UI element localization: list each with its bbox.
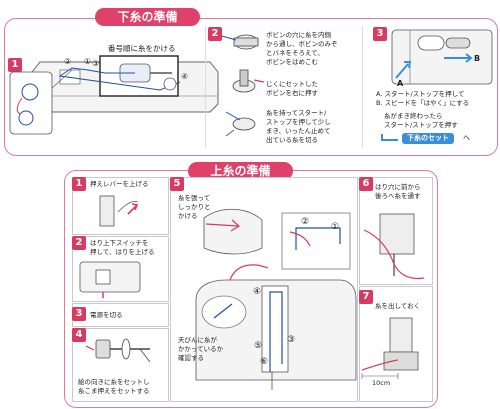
step-3-marker-b: B [474, 54, 481, 63]
step-1-marker-2: ② [64, 57, 72, 66]
upper-step-5-marker-5: ⑤ [254, 341, 263, 351]
upper-step-6-text-1: はり穴に前から [375, 183, 421, 191]
upper-step-5-text-1: 糸を張って [178, 194, 211, 202]
upper-step-4-badge: 4 [72, 328, 86, 342]
step-3-text-2: B. スピードを「はやく」にする [376, 99, 470, 107]
step-1-label: 番号順に糸をかける [108, 44, 176, 53]
sewing-machine-top-illustration [9, 55, 219, 135]
upper-step-5-text-b-2: かかっているか [178, 345, 224, 353]
step-3-text-b-2: スタート/ストップを押す [384, 121, 458, 129]
step-1-badge: 1 [8, 58, 22, 72]
step-3-marker-a: A [397, 79, 404, 88]
upper-step-2-badge: 2 [72, 236, 86, 250]
upper-step-7-badge: 7 [359, 290, 373, 304]
step-2-text-1: ボビンの穴に糸を内側 [266, 31, 331, 39]
bobbin-section-title: 下糸の準備 [95, 8, 200, 26]
upper-step-3-badge: 3 [72, 307, 86, 321]
step-2-text-b-1: じくにセットした [266, 80, 318, 88]
upper-step-4-text-2: 糸こま押えをセットする [78, 387, 150, 395]
step-1-marker-1: ① [84, 57, 92, 66]
upper-step-5-badge: 5 [170, 177, 184, 191]
upper-step-3-text: 電源を切る [90, 311, 123, 319]
step-2-text-3: とバネをそろえて、 [266, 49, 324, 57]
step-3-text-b-1: 糸がまき終わったら [384, 112, 443, 120]
step-s4-box [72, 328, 169, 402]
upper-step-7-measure: 10cm [372, 379, 391, 387]
upper-step-2-text-2: 押して、はりを上げる [90, 248, 155, 256]
next-bobbin-set-button[interactable]: 下糸のセット [402, 133, 454, 144]
step-s3-box [72, 303, 169, 327]
step-2-text-4: ボビンをはめこむ [266, 58, 318, 66]
upper-step-5-marker-4: ④ [253, 287, 262, 297]
winder-switch-illustration [381, 29, 493, 141]
step-2-text-c-4: 出ている糸を切る [266, 136, 318, 144]
step-2-text-b-2: ボビンを右に押す [266, 89, 318, 97]
step-3-text-1: A. スタート/ストップを押して [376, 90, 465, 98]
upper-step-5-marker-1: ① [331, 222, 340, 232]
step-3-badge: 3 [373, 27, 387, 41]
upper-step-5-marker-2: ② [301, 217, 310, 227]
step-s1-box [72, 177, 169, 235]
upper-step-4-text-1: 絵の向きに糸をセットし [78, 378, 150, 386]
upper-step-5-text-b-3: 確認する [178, 354, 204, 362]
upper-step-5-text-3: かける [178, 212, 198, 220]
step-2-badge: 2 [208, 27, 222, 41]
upper-section-title: 上糸の準備 [188, 162, 293, 180]
bobbin-illustration [221, 34, 265, 137]
upper-step-6-text-2: 後ろへ糸を通す [375, 192, 421, 200]
upper-step-5-text-2: しっかりと [178, 203, 211, 211]
step-2-text-2: から通し、ボビンのみぞ [266, 40, 338, 48]
upper-step-1-badge: 1 [72, 177, 86, 191]
upper-step-7-text: 糸を出しておく [375, 302, 421, 310]
step-2-text-c-3: まき、いったん止めて [266, 127, 331, 135]
upper-step-5-marker-3: ③ [287, 335, 296, 345]
divider-1 [205, 26, 206, 148]
divider-2 [362, 26, 363, 148]
upper-step-5-marker-6: ⑥ [260, 357, 269, 367]
step-2-text-c-1: 糸を持ってスタート/ [266, 109, 327, 117]
next-arrow-label: へ [463, 134, 470, 142]
step-2-text-c-2: ストップを押して少し [266, 118, 331, 126]
step-1-marker-4: ④ [181, 72, 189, 81]
upper-step-2-text-1: はり上下スイッチを [90, 239, 149, 247]
upper-step-5-text-b-1: 天びんに糸が [178, 336, 217, 344]
step-1-marker-3: ③ [92, 59, 100, 68]
upper-step-6-badge: 6 [359, 177, 373, 191]
upper-step-1-text: 押えレバーを上げる [90, 180, 149, 188]
